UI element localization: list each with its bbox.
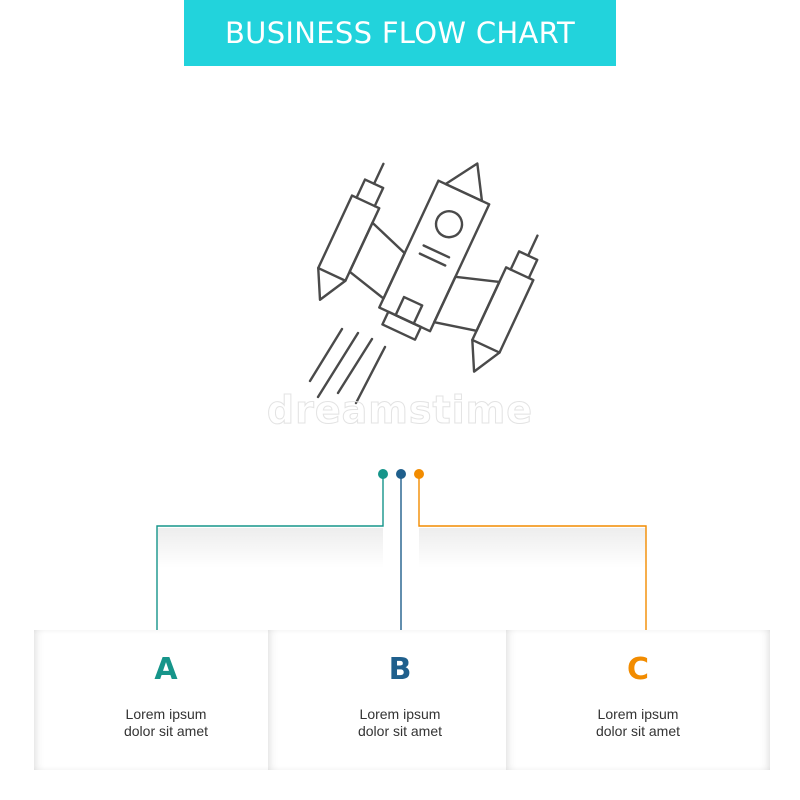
step-description: Lorem ipsum dolor sit amet bbox=[506, 706, 770, 740]
chart-title: BUSINESS FLOW CHART bbox=[224, 16, 575, 50]
step-line-1: Lorem ipsum bbox=[125, 706, 207, 722]
connector-shadow-left bbox=[157, 528, 383, 568]
connector-shadow-right bbox=[419, 528, 646, 568]
step-line-2: dolor sit amet bbox=[357, 723, 443, 739]
title-banner: BUSINESS FLOW CHART bbox=[184, 0, 616, 66]
step-letter: A bbox=[154, 652, 178, 687]
step-description: Lorem ipsum dolor sit amet bbox=[34, 706, 298, 740]
connector-dot-b bbox=[396, 469, 406, 479]
connector-c bbox=[418, 474, 647, 636]
step-line-2: dolor sit amet bbox=[595, 723, 681, 739]
step-letter: C bbox=[626, 652, 650, 687]
step-card-c: C Lorem ipsum dolor sit amet bbox=[506, 630, 770, 770]
spaceship-icon bbox=[240, 135, 560, 415]
step-card-b: B Lorem ipsum dolor sit amet bbox=[268, 630, 532, 770]
step-card-a: A Lorem ipsum dolor sit amet bbox=[34, 630, 298, 770]
step-line-1: Lorem ipsum bbox=[359, 706, 441, 722]
connector-dot-c bbox=[414, 469, 424, 479]
watermark: dreamstime bbox=[266, 388, 534, 433]
step-line-1: Lorem ipsum bbox=[597, 706, 679, 722]
step-letter: B bbox=[388, 652, 412, 687]
connector-dot-a bbox=[378, 469, 388, 479]
step-line-2: dolor sit amet bbox=[123, 723, 209, 739]
connector-a bbox=[156, 474, 384, 636]
step-description: Lorem ipsum dolor sit amet bbox=[268, 706, 532, 740]
